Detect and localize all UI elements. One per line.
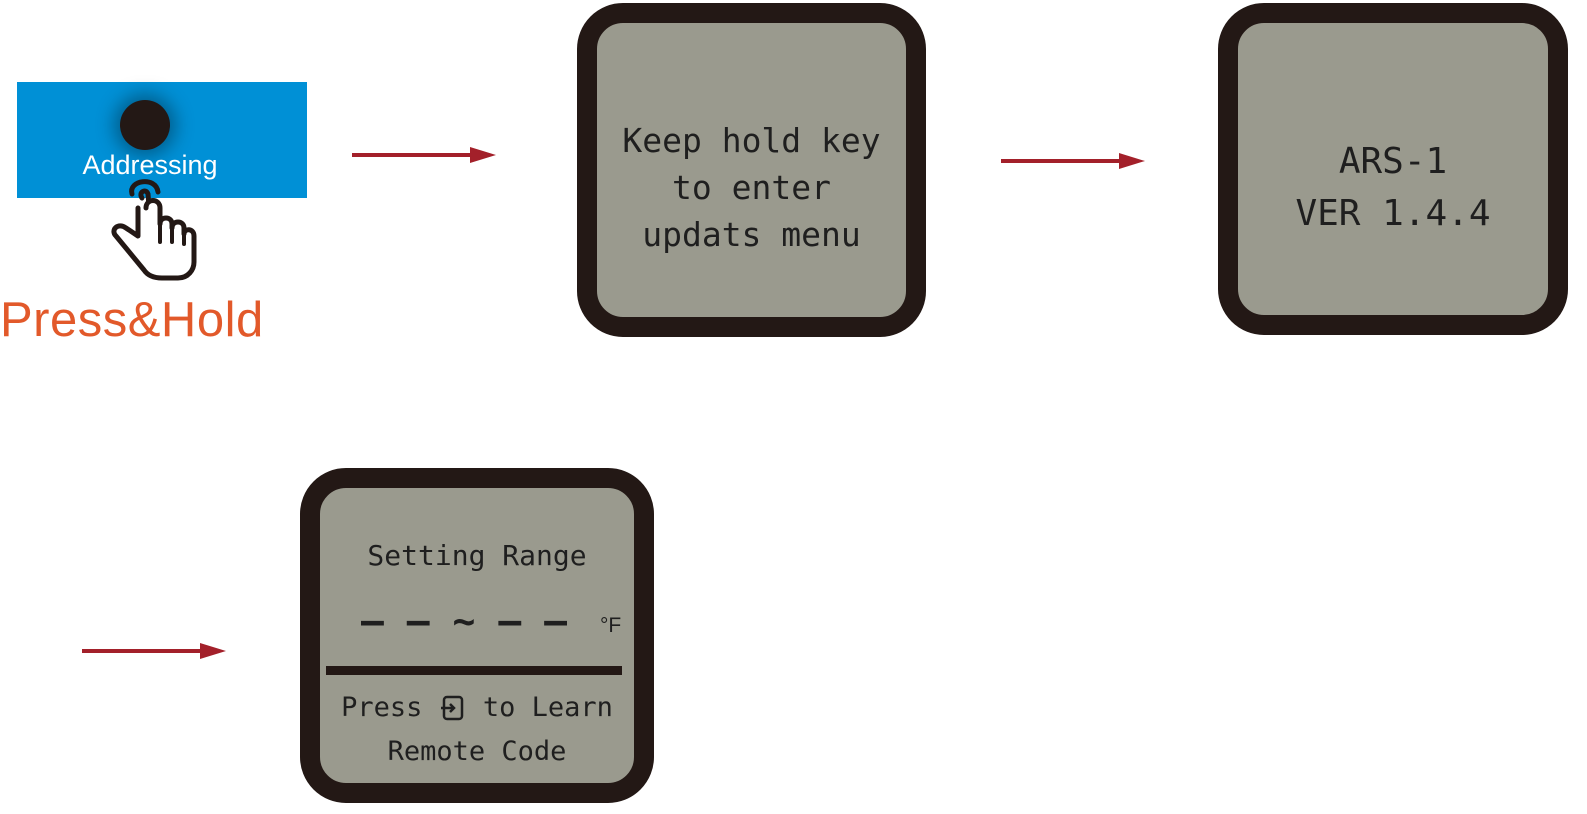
lcd-setting-range: Setting Range – – ~ – – °F Press to Lear…	[300, 468, 654, 803]
lcd-version: ARS-1 VER 1.4.4	[1218, 3, 1568, 335]
version-number: VER 1.4.4	[1295, 193, 1491, 234]
lcd-line: Keep hold key	[622, 121, 881, 160]
model-name: ARS-1	[1338, 141, 1448, 182]
button-dot	[120, 100, 170, 150]
press-word: Press	[341, 692, 423, 723]
to-learn-word: to Learn	[482, 692, 613, 723]
addressing-label: Addressing	[82, 150, 218, 180]
divider	[326, 666, 622, 675]
lcd-line: updats menu	[642, 215, 861, 254]
lcd-enter-menu: Keep hold key to enter updats menu	[577, 3, 926, 337]
hand-pointer-icon	[111, 179, 197, 281]
setting-range-title: Setting Range	[367, 539, 587, 572]
enter-key-icon	[440, 695, 463, 721]
remote-code-line: Remote Code	[387, 736, 567, 767]
lcd-line: to enter	[672, 168, 831, 207]
range-display: – – ~ – –	[361, 599, 567, 643]
arrow-right-icon	[352, 147, 496, 163]
press-hold-caption: Press&Hold	[0, 293, 264, 347]
learn-line: Press to Learn	[320, 688, 634, 728]
arrow-right-icon	[82, 643, 226, 659]
arrow-right-icon	[1001, 153, 1145, 169]
unit-label: °F	[600, 614, 622, 637]
